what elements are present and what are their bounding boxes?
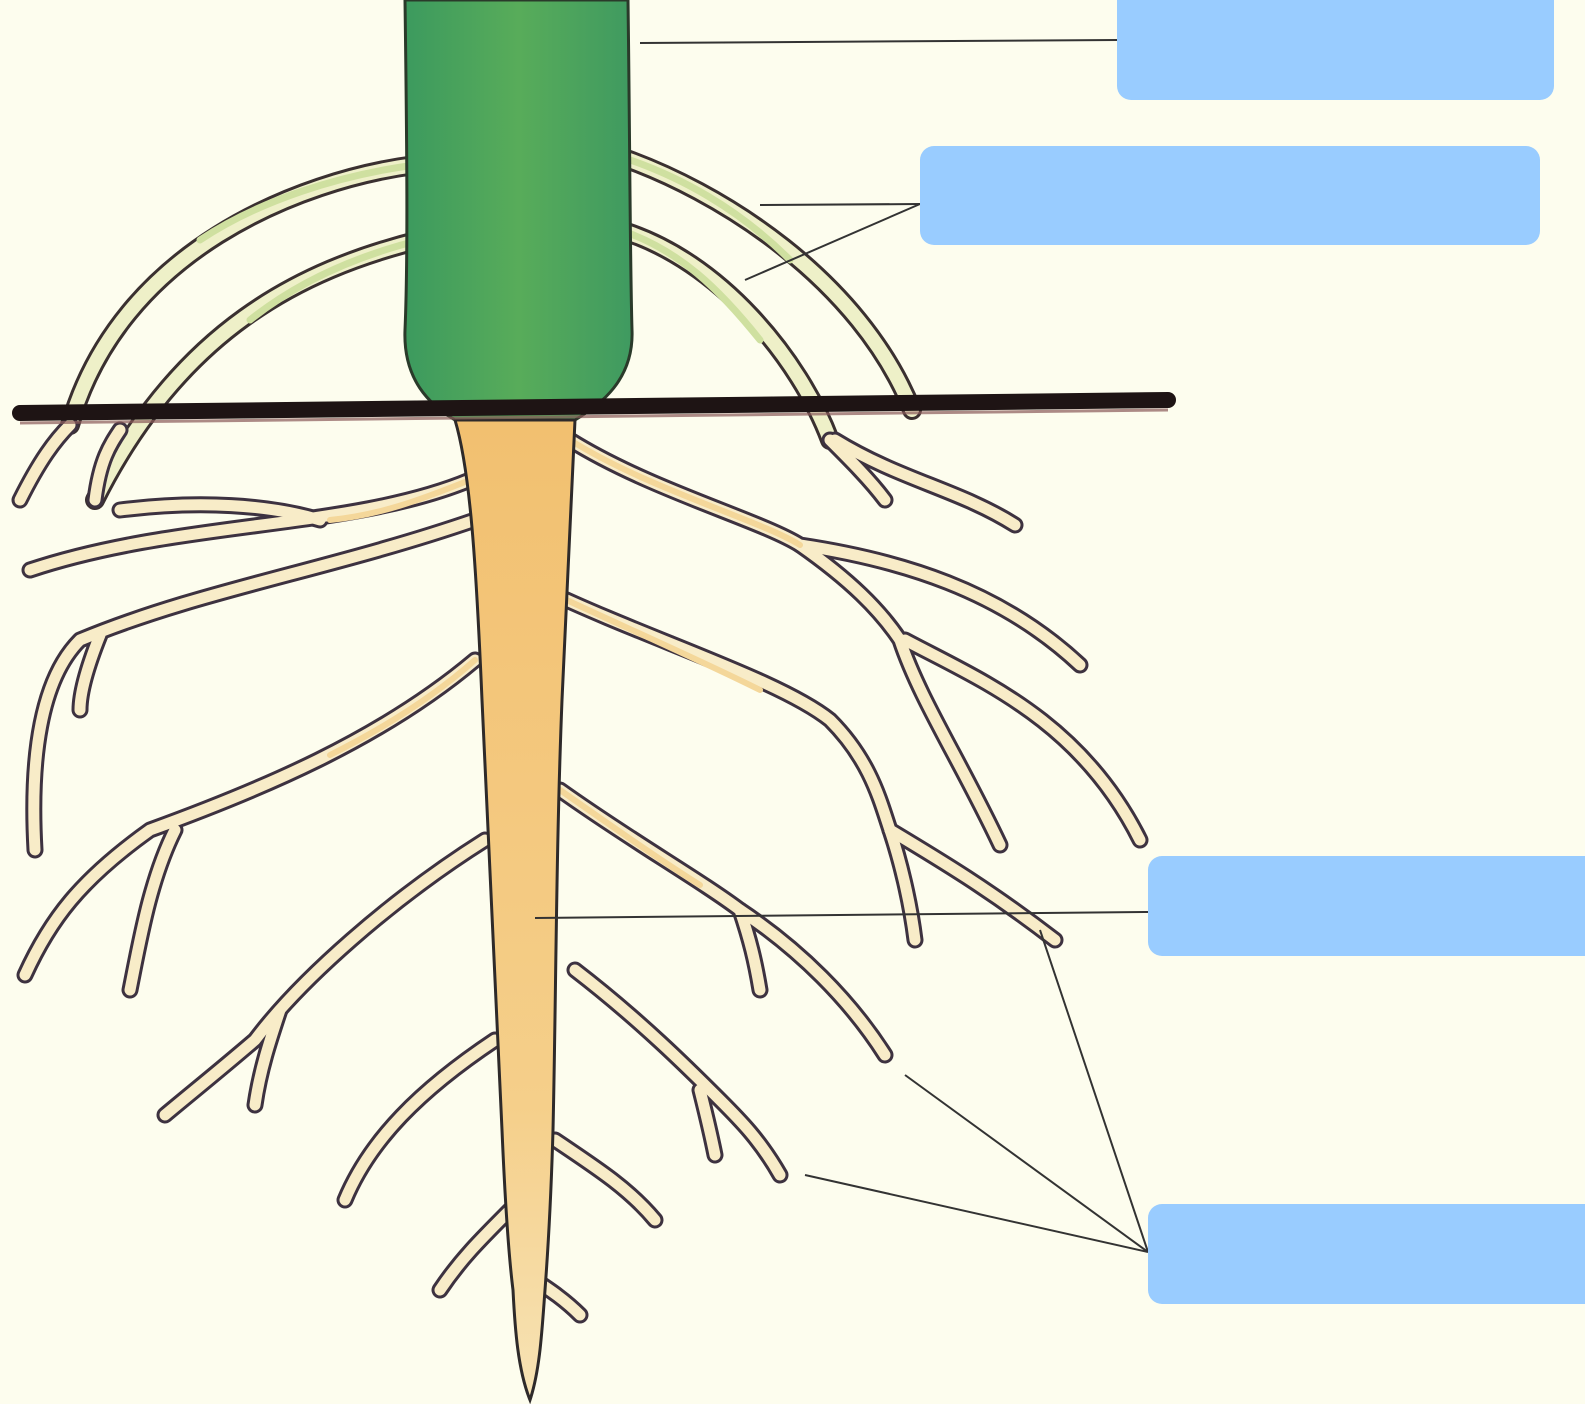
leader-line-stem [640,40,1117,43]
label-box-stem[interactable] [1117,0,1554,100]
leader-line-main-root [535,912,1148,918]
label-box-lateral-roots[interactable] [1148,1204,1585,1304]
leader-line-adventitious-1 [760,204,920,205]
stem-shape [405,0,632,420]
leader-line-lateral-1 [1040,930,1148,1252]
lateral-roots [20,425,1140,1315]
label-box-main-root[interactable] [1148,856,1585,956]
label-box-adventitious-roots[interactable] [920,146,1540,245]
